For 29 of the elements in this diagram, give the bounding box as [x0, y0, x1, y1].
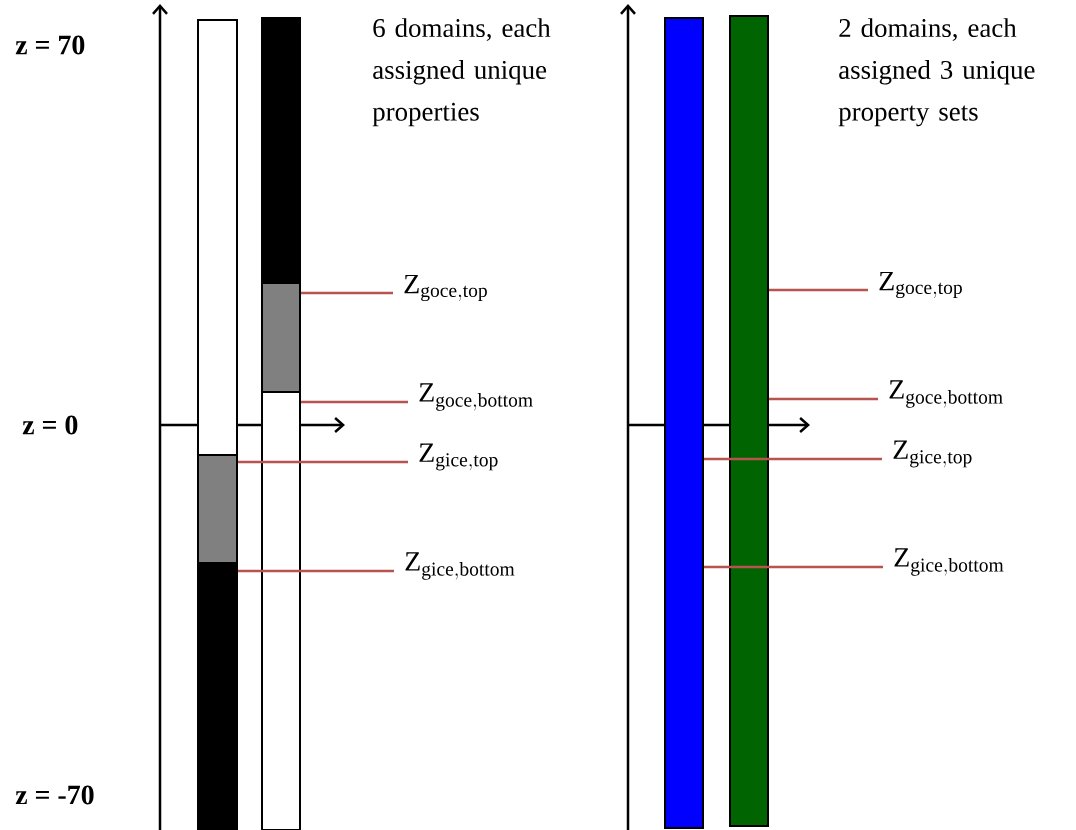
domain-bar: [197, 562, 238, 830]
z-level-label: $\mathrm{Z}_{\mathrm{goce,bottom}}$: [889, 380, 1003, 408]
domain-bar: [261, 391, 301, 830]
z-level-label: $\mathrm{Z}_{\mathrm{gice,top}}$: [893, 440, 972, 468]
domain-bar: [261, 17, 301, 284]
leader-line: [769, 288, 868, 292]
z-level-label: $\mathrm{Z}_{\mathrm{goce,bottom}}$: [419, 383, 533, 411]
domain-bar: [261, 282, 301, 393]
domain-bar: [664, 17, 704, 829]
z-level-label: $\mathrm{Z}_{\mathrm{gice,top}}$: [419, 443, 498, 471]
z-level-label: $\mathrm{Z}_{\mathrm{gice,bottom}}$: [405, 552, 515, 580]
z-level-label: $\mathrm{Z}_{\mathrm{goce,top}}$: [404, 274, 487, 302]
leader-line: [704, 457, 882, 461]
z-level-label: $\mathrm{Z}_{\mathrm{goce,top}}$: [879, 271, 962, 299]
leader-line: [704, 565, 883, 569]
leader-line: [238, 460, 408, 464]
leader-line: [301, 291, 393, 295]
domain-bar: [729, 15, 769, 827]
leader-line: [301, 400, 408, 404]
note-text: 6 domains, each assigned unique properties: [372, 18, 551, 127]
z-level-label: $\mathrm{Z}_{\mathrm{gice,bottom}}$: [894, 548, 1004, 576]
axis-value-label: z = 70: [15, 35, 85, 55]
axis-value-label: z = -70: [15, 785, 94, 805]
domain-bar: [197, 19, 238, 456]
leader-line: [238, 569, 394, 573]
note-text: 2 domains, each assigned 3 unique property sets: [838, 18, 1035, 127]
leader-line: [769, 397, 878, 401]
axis-value-label: z = 0: [22, 415, 78, 435]
domain-bar: [197, 454, 238, 564]
